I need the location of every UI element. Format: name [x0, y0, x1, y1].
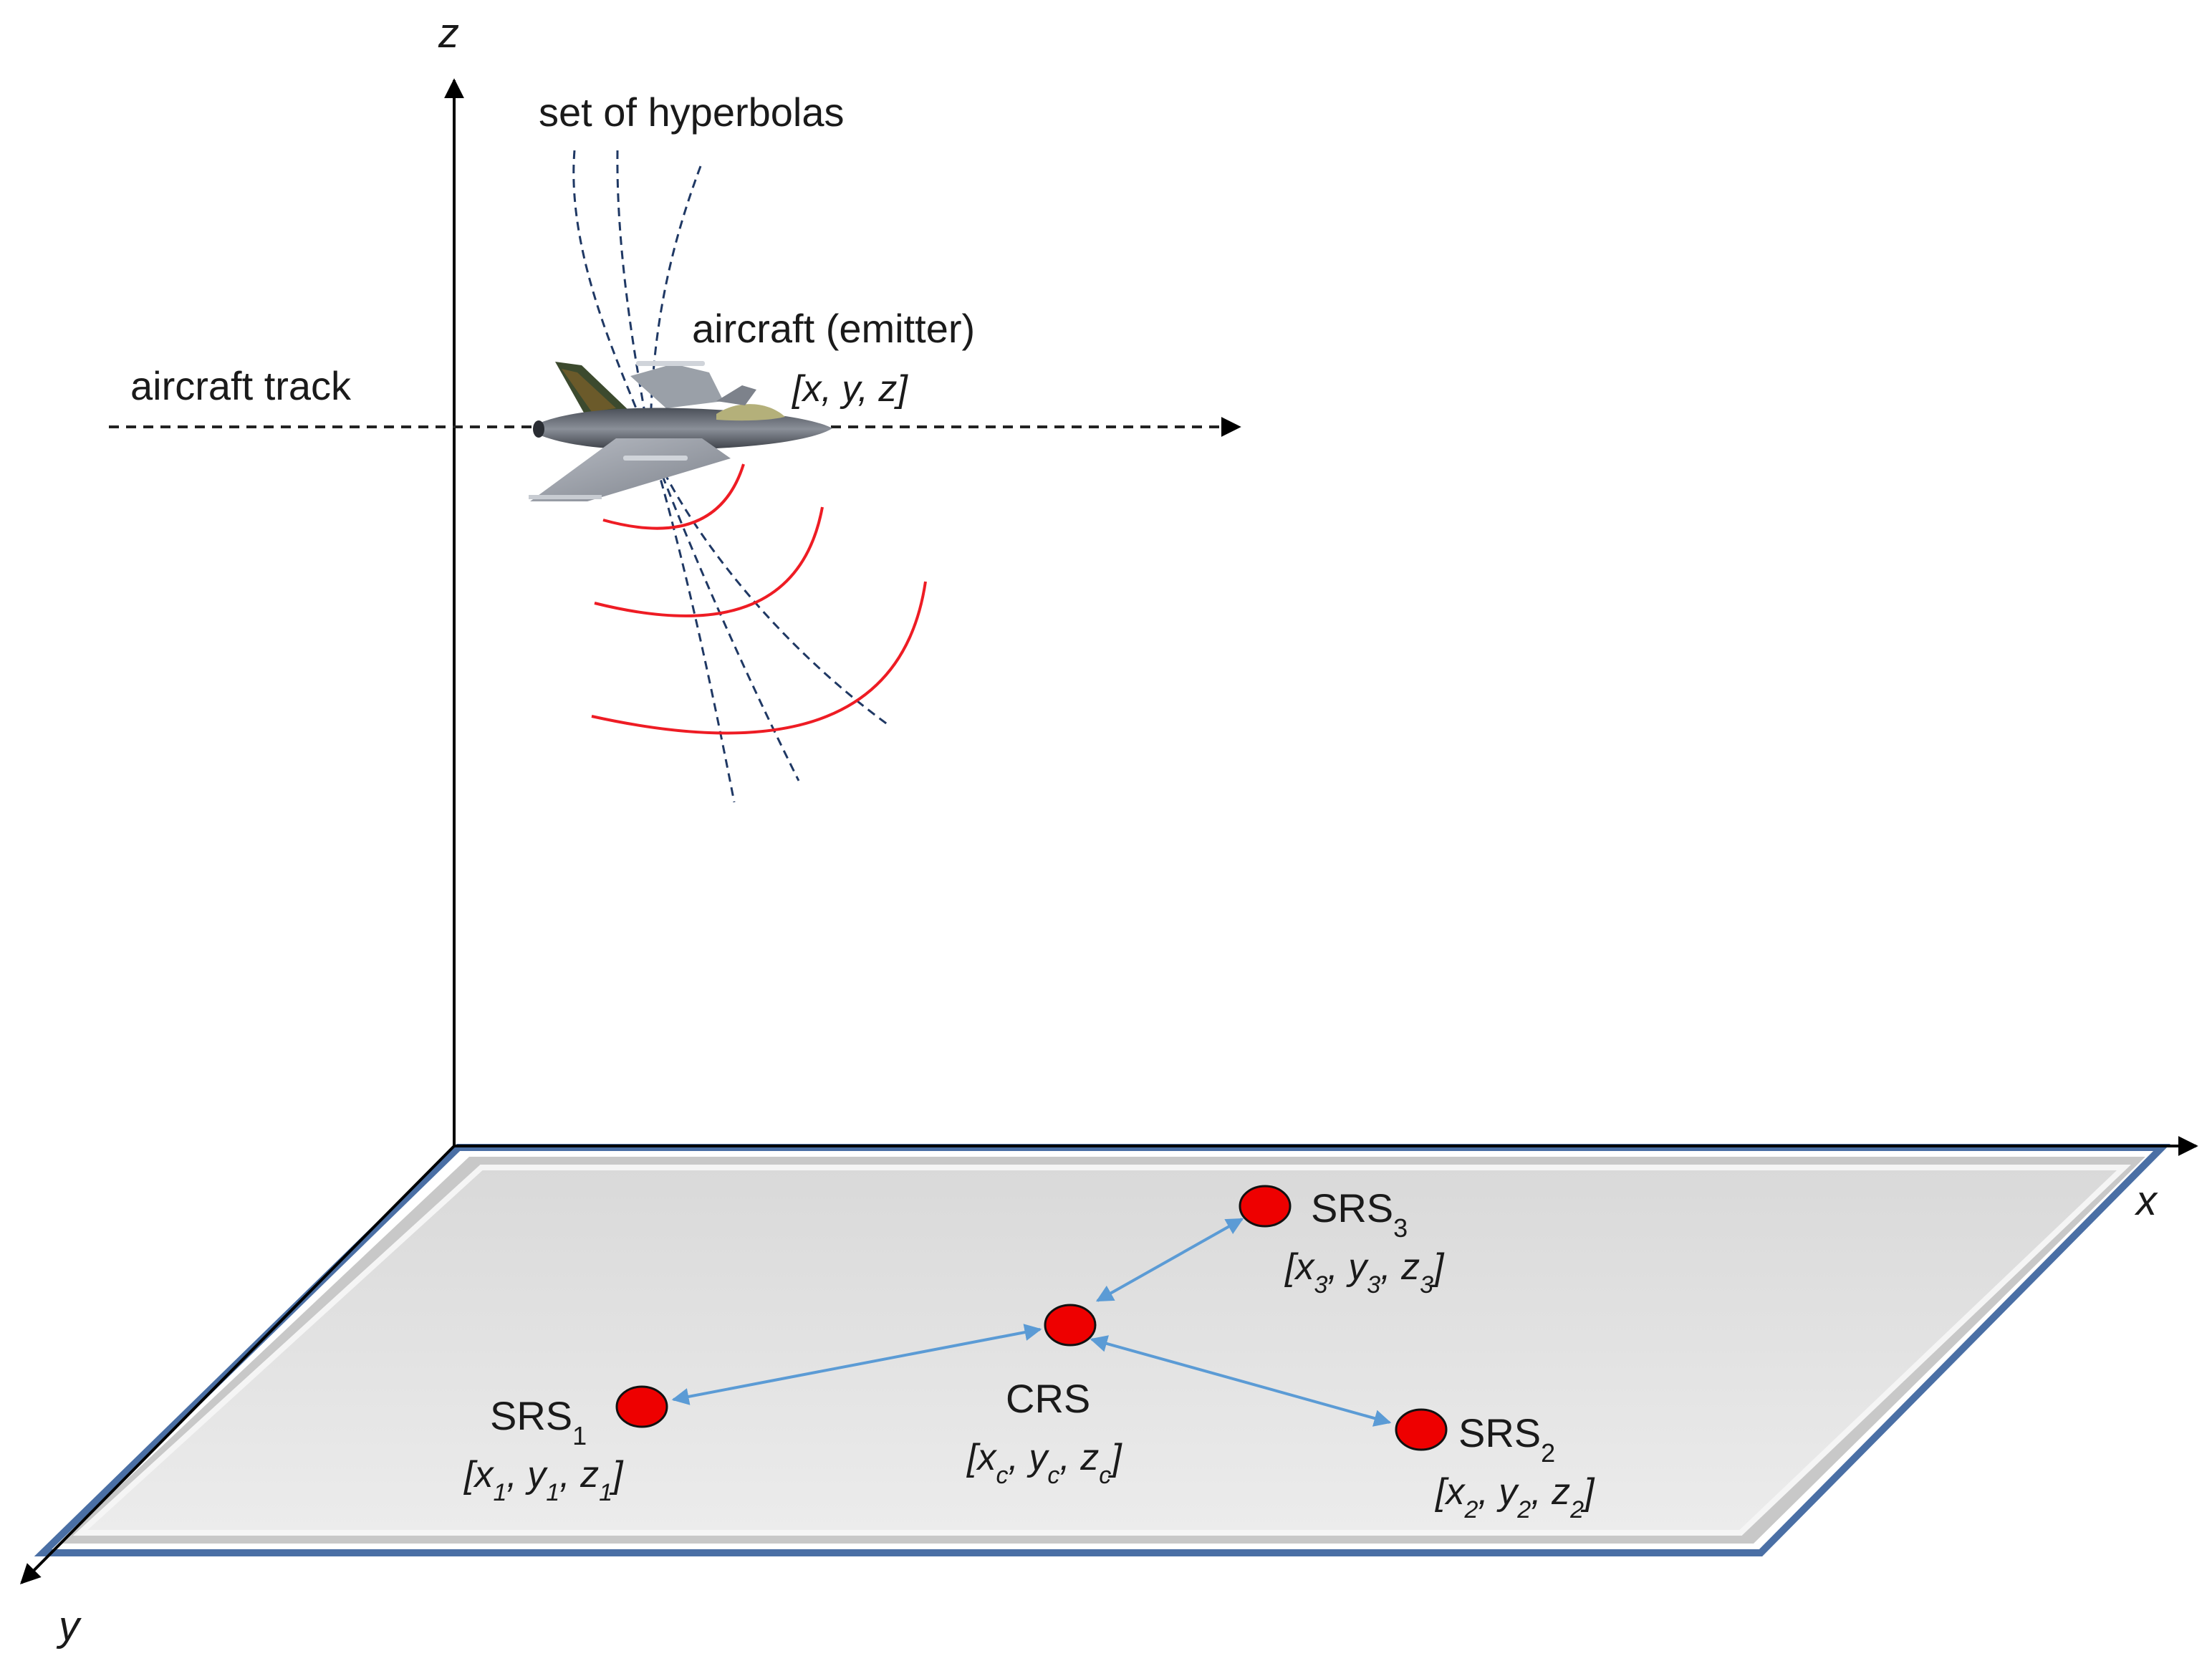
srs3-label: SRS3	[1311, 1185, 1408, 1243]
srs1-station-marker	[615, 1385, 668, 1428]
srs3-station-marker	[1239, 1185, 1292, 1228]
srs2-label: SRS2	[1458, 1410, 1555, 1468]
crs-label: CRS	[1006, 1376, 1090, 1421]
wavefront-1	[602, 463, 745, 530]
aircraft-icon	[529, 361, 832, 501]
link-crs-srs3	[1095, 1218, 1244, 1302]
aircraft-label: aircraft (emitter)	[692, 306, 975, 351]
srs1-label: SRS1	[490, 1393, 587, 1450]
station-links	[671, 1218, 1392, 1427]
wavefront-3	[591, 581, 927, 735]
hyperbola-2	[616, 150, 800, 781]
hyperbolas-label: set of hyperbolas	[539, 90, 844, 135]
srs1-coords: [x1, y1, z1]	[463, 1454, 624, 1506]
y-axis-label: y	[56, 1603, 82, 1650]
crs-station-marker	[1044, 1304, 1097, 1347]
x-axis-label: x	[2134, 1178, 2158, 1224]
srs3-coords: [x3, y3, z3]	[1284, 1246, 1445, 1299]
wavefront-2	[594, 506, 824, 617]
crs-coords: [xc, yc, zc]	[966, 1437, 1122, 1489]
link-crs-srs2	[1090, 1335, 1392, 1427]
srs2-station-marker	[1395, 1408, 1448, 1451]
aircraft-coords: [x, y, z]	[792, 368, 908, 410]
aircraft-track-label: aircraft track	[130, 363, 352, 408]
z-axis-label: z	[438, 10, 459, 57]
srs2-coords: [x2, y2, z2]	[1435, 1471, 1595, 1523]
link-crs-srs1	[671, 1324, 1042, 1405]
axes	[20, 78, 2198, 1584]
y-axis	[20, 1145, 456, 1584]
ground-plane	[34, 1144, 2170, 1556]
wavefronts	[591, 463, 927, 735]
